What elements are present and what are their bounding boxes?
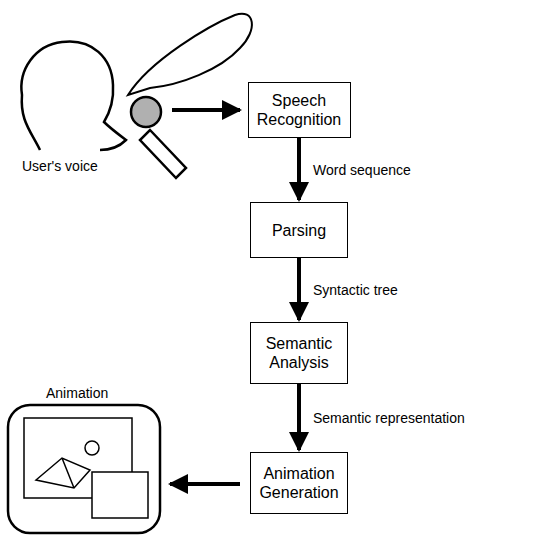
voice-arrow xyxy=(172,108,240,112)
process-box: Speech Recognition xyxy=(248,82,351,138)
output-arrow xyxy=(170,482,240,486)
box-text: Semantic Analysis xyxy=(257,334,341,372)
edge-label: Word sequence xyxy=(313,162,411,179)
flow-arrow xyxy=(297,384,301,450)
box-text: Parsing xyxy=(272,221,326,240)
edge-label: Semantic representation xyxy=(313,410,465,427)
speech-bubble xyxy=(128,14,252,95)
screen-frame xyxy=(8,405,160,533)
pyramid xyxy=(36,458,90,488)
screen-window-2 xyxy=(92,472,148,518)
process-box: Semantic Analysis xyxy=(250,322,348,384)
caption-label: Animation xyxy=(46,385,108,402)
ball xyxy=(85,441,99,455)
box-text: Animation Generation xyxy=(257,464,341,502)
mic-head xyxy=(131,97,161,127)
box-text: Speech Recognition xyxy=(255,91,344,129)
caption-label: User's voice xyxy=(22,158,98,175)
edge-label: Syntactic tree xyxy=(313,282,398,299)
flow-arrow xyxy=(297,138,301,200)
mic-handle xyxy=(140,130,186,178)
process-box: Animation Generation xyxy=(250,452,348,514)
head-outline xyxy=(21,41,126,150)
process-box: Parsing xyxy=(250,202,348,258)
flow-arrow xyxy=(297,258,301,320)
